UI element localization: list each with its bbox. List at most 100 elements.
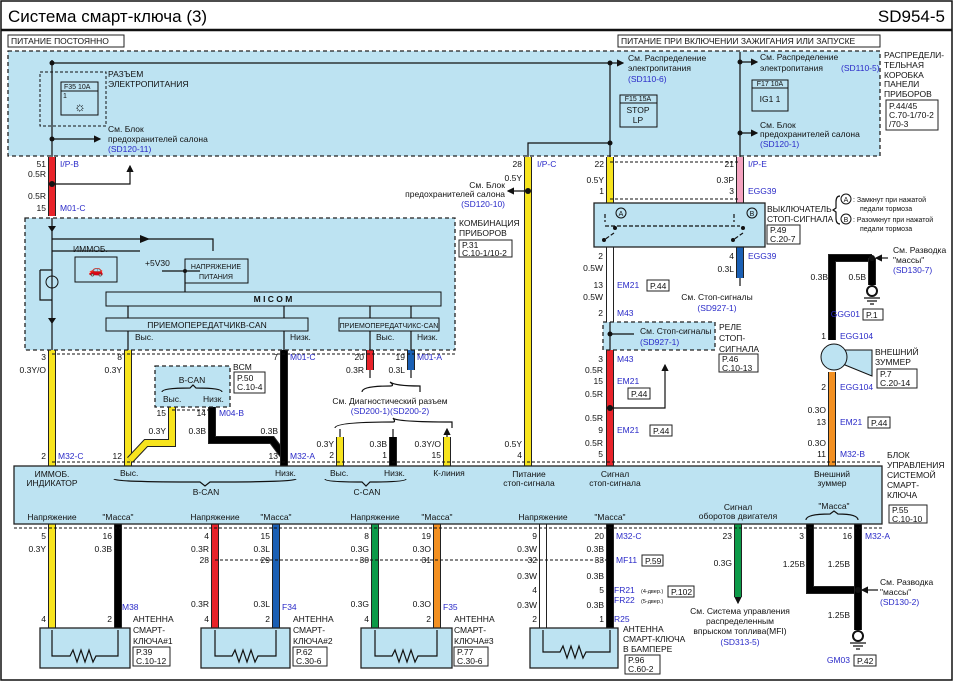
svg-text:M01-A: M01-A xyxy=(417,352,442,362)
power-constant-label: ПИТАНИЕ ПОСТОЯННО xyxy=(11,36,109,46)
ref-link-sd130-7[interactable]: (SD130-7) xyxy=(893,265,932,275)
svg-text:1: 1 xyxy=(63,93,67,100)
svg-text:0.3B: 0.3B xyxy=(95,544,113,554)
svg-text:4: 4 xyxy=(532,585,537,595)
svg-text:Сигнал: Сигнал xyxy=(601,469,629,479)
svg-text:15: 15 xyxy=(157,408,167,418)
svg-text:P.59: P.59 xyxy=(645,556,662,566)
svg-text:4: 4 xyxy=(729,251,734,261)
svg-text:0.3B: 0.3B xyxy=(261,426,279,436)
svg-text:M32-A: M32-A xyxy=(290,451,315,461)
svg-text:См. Стоп-сигналы: См. Стоп-сигналы xyxy=(681,292,752,302)
svg-text:0.3B: 0.3B xyxy=(587,600,605,610)
svg-text:3: 3 xyxy=(598,354,603,364)
indicator-led-icon xyxy=(45,275,59,289)
svg-text:0.3R: 0.3R xyxy=(191,599,209,609)
svg-text:оборотов двигателя: оборотов двигателя xyxy=(699,511,778,521)
svg-text:B: B xyxy=(844,217,849,224)
svg-text:ВНЕШНИЙ: ВНЕШНИЙ xyxy=(875,346,919,357)
power-ignition-box xyxy=(617,34,881,48)
svg-text:0.3O: 0.3O xyxy=(808,405,827,415)
wire-yellow-bcm-high xyxy=(127,407,175,463)
svg-text:0.5R: 0.5R xyxy=(28,191,46,201)
svg-text:СМАРТ-: СМАРТ- xyxy=(293,625,325,635)
svg-text:12: 12 xyxy=(113,451,123,461)
svg-text:предохранителей салона: предохранителей салона xyxy=(760,129,860,139)
svg-text:0.5R: 0.5R xyxy=(585,438,603,448)
svg-text:См. Блок: См. Блок xyxy=(469,180,505,190)
ref-link-sd200[interactable]: (SD200-1)(SD200-2) xyxy=(351,406,430,416)
ref-link-sd120-10[interactable]: (SD120-10) xyxy=(461,199,505,209)
svg-text:19: 19 xyxy=(396,352,406,362)
svg-text:"массы": "массы" xyxy=(880,587,911,597)
ref-link-sd313-5[interactable]: (SD313-5) xyxy=(720,637,759,647)
ref-link-sd110-5[interactable]: (SD110-5) xyxy=(841,63,880,73)
svg-text:"массы": "массы" xyxy=(893,255,924,265)
svg-text:3: 3 xyxy=(41,352,46,362)
ref-link-sd120-1[interactable]: (SD120-1) xyxy=(760,139,799,149)
ref-link-sd120-11[interactable]: (SD120-11) xyxy=(108,144,151,154)
svg-text:EGG104: EGG104 xyxy=(840,382,873,392)
svg-text:0.3L: 0.3L xyxy=(253,544,270,554)
svg-text:электропитания: электропитания xyxy=(628,63,691,73)
svg-text:ПРИЕМОПЕРЕДАТЧИКВ-CAN: ПРИЕМОПЕРЕДАТЧИКВ-CAN xyxy=(147,320,267,330)
svg-text:F35: F35 xyxy=(443,602,458,612)
svg-text:Выс.: Выс. xyxy=(376,332,394,342)
svg-text:P.44: P.44 xyxy=(653,426,670,436)
svg-text:0.3G: 0.3G xyxy=(714,558,732,568)
svg-text:ПРИБОРОВ: ПРИБОРОВ xyxy=(459,228,507,238)
svg-text:АНТЕННА: АНТЕННА xyxy=(623,624,664,634)
svg-text:зуммер: зуммер xyxy=(817,478,846,488)
svg-text:C.60-2: C.60-2 xyxy=(628,664,654,674)
svg-text:2: 2 xyxy=(41,451,46,461)
svg-text:0.3Y/O: 0.3Y/O xyxy=(20,365,47,375)
svg-text:См. Система управления: См. Система управления xyxy=(690,606,790,616)
svg-text:13: 13 xyxy=(594,280,604,290)
svg-text:0.3B: 0.3B xyxy=(587,544,605,554)
svg-text:ПАНЕЛИ: ПАНЕЛИ xyxy=(884,79,919,89)
svg-text:Низк.: Низк. xyxy=(203,394,224,404)
svg-text:4: 4 xyxy=(364,614,369,624)
svg-text:0.5Y: 0.5Y xyxy=(587,175,605,185)
lamp-icon: ☼ xyxy=(74,99,86,114)
svg-text:GM03: GM03 xyxy=(827,655,850,665)
svg-text:ЭЛЕКТРОПИТАНИЯ: ЭЛЕКТРОПИТАНИЯ xyxy=(108,79,189,89)
svg-text:предохранителей салона: предохранителей салона xyxy=(108,134,208,144)
svg-text:R25: R25 xyxy=(614,614,630,624)
svg-text:РЕЛЕ: РЕЛЕ xyxy=(719,322,742,332)
micom-block xyxy=(105,291,442,307)
svg-text:0.5R: 0.5R xyxy=(28,169,46,179)
ref-link-sd110-6[interactable]: (SD110-6) xyxy=(628,74,667,84)
svg-text:0.3O: 0.3O xyxy=(413,599,432,609)
stop-relay[interactable] xyxy=(602,321,716,351)
ref-link-sd927-1[interactable]: (SD927-1) xyxy=(697,303,736,313)
svg-text:АНТЕННА: АНТЕННА xyxy=(133,614,174,624)
svg-text:0.3L: 0.3L xyxy=(717,264,734,274)
wire-black-ground-buzzer xyxy=(829,255,872,340)
svg-text:1: 1 xyxy=(821,331,826,341)
svg-text:1.25B: 1.25B xyxy=(828,559,851,569)
smart-key-control-unit[interactable] xyxy=(13,465,883,525)
svg-text:1: 1 xyxy=(382,450,387,460)
wire-group xyxy=(48,157,876,630)
bcm[interactable] xyxy=(154,365,231,408)
brake-switch[interactable] xyxy=(593,202,766,248)
svg-text:EM21: EM21 xyxy=(617,280,639,290)
ref-link-sd130-2[interactable]: (SD130-2) xyxy=(880,597,919,607)
diode-icon xyxy=(140,235,150,243)
svg-text:СМАРТ-: СМАРТ- xyxy=(133,625,165,635)
svg-text:В БАМПЕРЕ: В БАМПЕРЕ xyxy=(623,644,673,654)
svg-text:C.10-4: C.10-4 xyxy=(237,382,263,392)
instrument-cluster[interactable] xyxy=(24,217,456,351)
svg-text:22: 22 xyxy=(595,159,605,169)
